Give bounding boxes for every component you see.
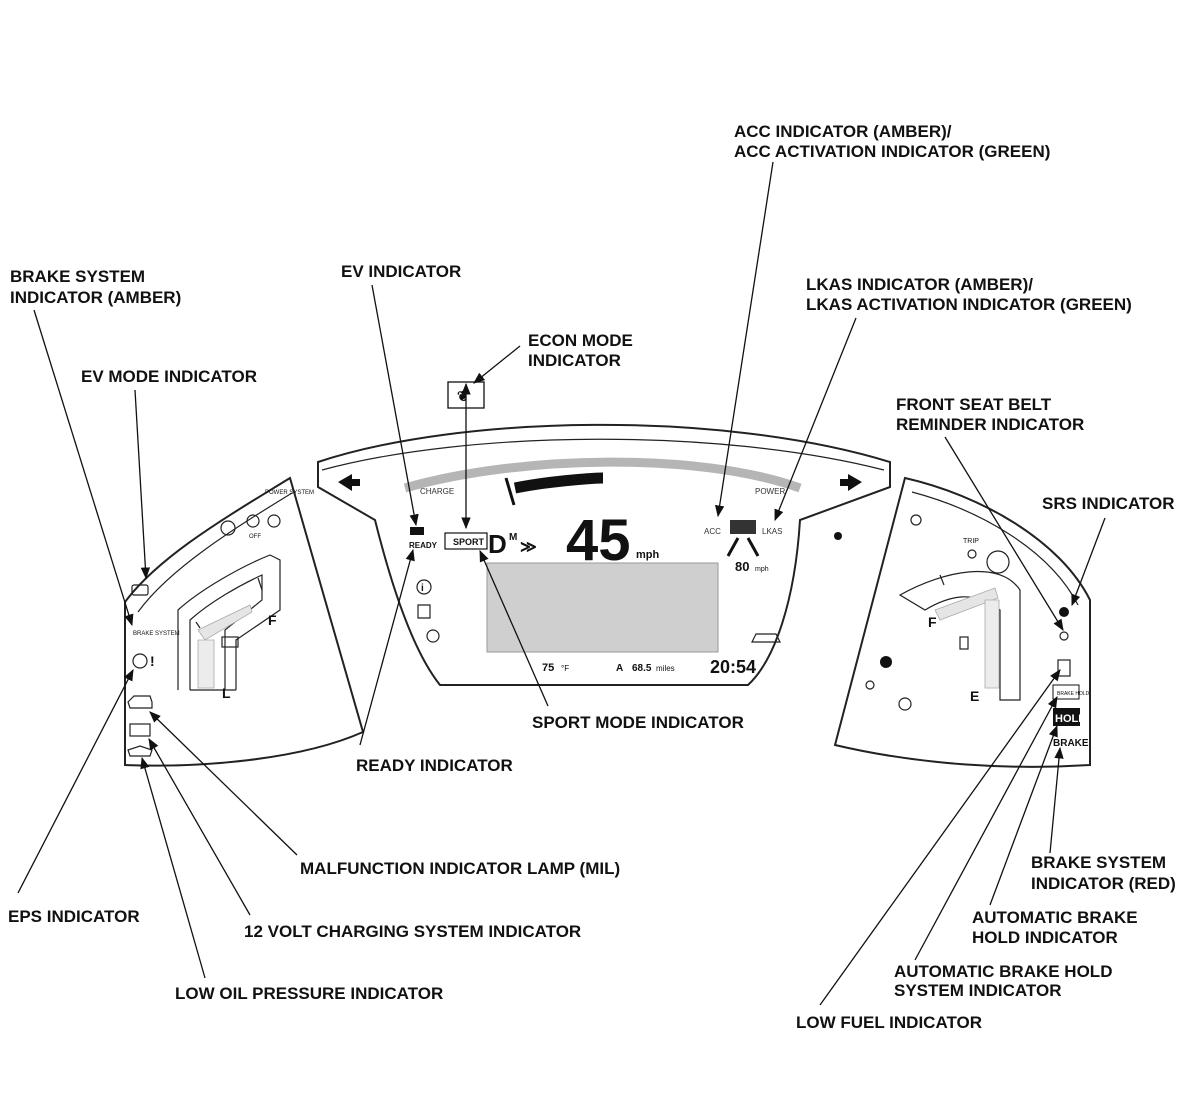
center-display: CHARGE POWER READY SPORT D M ≫ 45 mph AC… — [317, 423, 891, 686]
ev-callout: EV INDICATOR — [341, 262, 461, 281]
brake-hold-system-icon — [1052, 684, 1080, 700]
right-gauge-pod: TRIP F E BRAKE HOLD HOLD BRAKE — [833, 476, 1091, 768]
charge-icon — [221, 636, 239, 648]
speed-value: 45 — [566, 508, 631, 573]
auto-hold-callout-line2: HOLD INDICATOR — [972, 928, 1118, 947]
ev-icon — [410, 527, 424, 535]
power-system-label: POWER SYSTEM — [265, 490, 314, 496]
fog-light-icon — [910, 514, 922, 526]
temp-low-mark: L — [222, 685, 231, 701]
seat-icon — [417, 604, 431, 619]
set-speed: 80 — [735, 559, 749, 574]
trip-unit: miles — [656, 664, 675, 673]
seatbelt-icon — [1059, 631, 1069, 641]
lead-car-icon — [730, 520, 756, 534]
info-icon — [416, 579, 432, 595]
eps-callout: EPS INDICATOR — [8, 907, 140, 926]
brake-amber-callout-line1: BRAKE SYSTEM — [10, 267, 145, 286]
gear-mode: M — [509, 532, 517, 543]
srs-callout: SRS INDICATOR — [1042, 494, 1175, 513]
outside-temp-unit: °F — [561, 664, 569, 673]
brake-hold-system-label: BRAKE HOLD — [1057, 691, 1090, 697]
power-label: POWER — [755, 487, 785, 496]
left-arrow-icon — [338, 474, 360, 491]
seatbelt-callout-line2: REMINDER INDICATOR — [896, 415, 1084, 434]
high-beam-icon — [898, 697, 912, 711]
acc-callout-line1: ACC INDICATOR (AMBER)/ — [734, 122, 952, 141]
seatbelt-callout-line1: FRONT SEAT BELT — [896, 395, 1052, 414]
acc-label: ACC — [704, 527, 721, 536]
auto-hold-system-callout-line2: SYSTEM INDICATOR — [894, 981, 1062, 1000]
srs-icon — [1059, 607, 1069, 617]
ev-mode-icon — [131, 584, 149, 596]
trip-value: 68.5 — [632, 663, 652, 674]
mil-callout: MALFUNCTION INDICATOR LAMP (MIL) — [300, 859, 620, 878]
headlight-icon — [880, 656, 892, 668]
sport-box — [444, 532, 488, 550]
lane-icon — [751, 633, 781, 643]
sport-callout: SPORT MODE INDICATOR — [532, 713, 744, 732]
ready-callout: READY INDICATOR — [356, 756, 513, 775]
lkas-callout-line1: LKAS INDICATOR (AMBER)/ — [806, 275, 1033, 294]
set-speed-unit: mph — [755, 566, 769, 573]
acc-callout-line2: ACC ACTIVATION INDICATOR (GREEN) — [734, 142, 1050, 161]
temp-full-mark: F — [268, 612, 277, 628]
brake-red-callout-line2: INDICATOR (RED) — [1031, 874, 1176, 893]
auto-hold-system-callout-line1: AUTOMATIC BRAKE HOLD — [894, 962, 1112, 981]
gear-indicator: D — [488, 529, 507, 559]
eps-icon — [132, 653, 148, 669]
lkas-label: LKAS — [762, 527, 782, 536]
fuel-empty-mark: E — [970, 688, 979, 704]
vsa-icon — [246, 514, 260, 528]
outside-temp: 75 — [542, 662, 554, 674]
econ-mode-icon: ❦ — [457, 388, 469, 404]
trip-a-label: A — [616, 663, 623, 674]
brake-red-callout-line1: BRAKE SYSTEM — [1031, 853, 1166, 872]
trip-button-label: TRIP — [963, 538, 979, 545]
charging-callout: 12 VOLT CHARGING SYSTEM INDICATOR — [244, 922, 581, 941]
clock-time: 20:54 — [710, 657, 756, 677]
fuel-pump-icon — [959, 636, 969, 650]
tpms-icon — [426, 629, 440, 643]
trip-knob[interactable] — [986, 550, 1010, 574]
charge-label: CHARGE — [420, 487, 454, 496]
vsa-off-label: OFF — [249, 534, 261, 540]
low-fuel-callout: LOW FUEL INDICATOR — [796, 1013, 982, 1032]
ready-label: READY — [409, 541, 438, 550]
parking-light-icon — [865, 680, 875, 690]
indicator-dot — [834, 532, 842, 540]
engine-icon — [127, 695, 153, 709]
svg-text:i: i — [421, 583, 424, 594]
oil-can-icon — [127, 745, 153, 757]
leader-lines — [17, 161, 1106, 1006]
lkas-callout-line2: LKAS ACTIVATION INDICATOR (GREEN) — [806, 295, 1132, 314]
vsa-activation-icon — [267, 514, 281, 528]
right-arrow-icon — [840, 474, 862, 491]
fuel-full-mark: F — [928, 614, 937, 630]
battery-icon — [129, 723, 151, 737]
low-fuel-icon — [1057, 659, 1071, 677]
oil-callout: LOW OIL PRESSURE INDICATOR — [175, 984, 443, 1003]
callout-labels: ACC INDICATOR (AMBER)/ ACC ACTIVATION IN… — [8, 122, 1176, 1032]
econ-leaf-icon: ≫ — [520, 539, 537, 556]
speed-unit: mph — [636, 549, 660, 561]
brake-red-label: BRAKE — [1053, 738, 1089, 749]
svg-text:!: ! — [150, 653, 155, 669]
econ-callout-line1: ECON MODE — [528, 331, 633, 350]
brake-system-amber-label: BRAKE SYSTEM — [133, 631, 180, 637]
abs-icon — [220, 520, 236, 536]
sport-label: SPORT — [453, 537, 485, 547]
hold-label: HOLD — [1055, 713, 1086, 725]
multi-info-display — [486, 562, 719, 653]
brake-amber-callout-line2: INDICATOR (AMBER) — [10, 288, 181, 307]
econ-callout-line2: INDICATOR — [528, 351, 621, 370]
ev-mode-callout: EV MODE INDICATOR — [81, 367, 257, 386]
auto-hold-callout-line1: AUTOMATIC BRAKE — [972, 908, 1138, 927]
hold-icon — [1053, 708, 1080, 726]
